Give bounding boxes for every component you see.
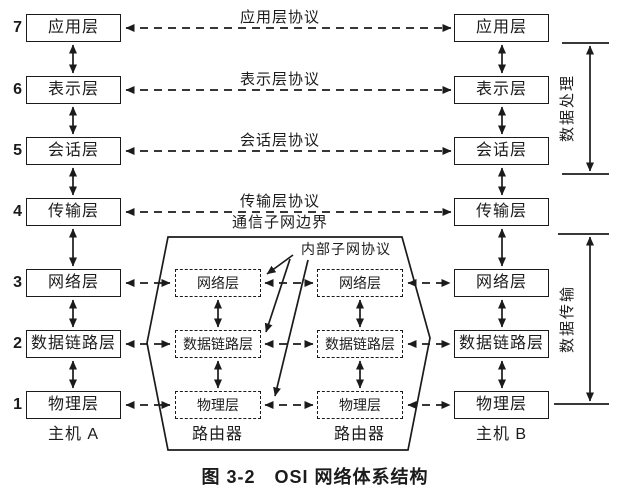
data-transmission-bracket [554,233,609,405]
layer-number-2: 2 [13,335,22,352]
router-left-network-box: 网络层 [175,269,261,297]
presentation-protocol-label: 表示层协议 [239,71,320,88]
host-b-transport-box: 传输层 [454,198,549,226]
host-a-label: 主机 A [47,426,100,443]
router-right-label: 路由器 [333,426,385,443]
peer-protocol-dashed-lines [125,24,452,409]
host-a-application-box: 应用层 [26,14,121,42]
layer-number-6: 6 [13,81,22,98]
layer-number-7: 7 [13,19,22,36]
host-a-physical-box: 物理层 [26,391,121,419]
host-a-datalink-box: 数据链路层 [26,330,121,358]
host-b-presentation-box: 表示层 [454,76,549,104]
internal-subnet-protocol-label: 内部子网协议 [301,241,391,257]
host-a-transport-box: 传输层 [26,198,121,226]
subnet-boundary-label: 通信子网边界 [231,214,328,231]
host-b-network-box: 网络层 [454,269,549,297]
internal-protocol-arrows [264,254,309,397]
router-left-datalink-box: 数据链路层 [175,330,261,358]
host-a-presentation-box: 表示层 [26,76,121,104]
data-processing-bracket [562,42,609,175]
host-a-network-box: 网络层 [26,269,121,297]
router-right-physical-box: 物理层 [317,391,403,419]
router-left-label: 路由器 [191,426,243,443]
layer-number-1: 1 [13,396,22,413]
layer-number-3: 3 [13,274,22,291]
figure-caption: 图 3-2 OSI 网络体系结构 [201,467,429,487]
host-a-session-box: 会话层 [26,137,121,165]
application-protocol-label: 应用层协议 [239,9,320,26]
host-b-application-box: 应用层 [454,14,549,42]
router-left-physical-box: 物理层 [175,391,261,419]
session-protocol-label: 会话层协议 [239,132,320,149]
host-b-label: 主机 B [475,426,528,443]
data-transmission-label: 数据传输 [559,285,576,354]
layer-number-4: 4 [13,203,22,220]
host-b-physical-box: 物理层 [454,391,549,419]
router-right-datalink-box: 数据链路层 [317,330,403,358]
host-b-session-box: 会话层 [454,137,549,165]
data-processing-label: 数据处理 [559,74,576,143]
vertical-layer-arrows [69,44,506,389]
router-right-network-box: 网络层 [317,269,403,297]
layer-number-5: 5 [13,142,22,159]
host-b-datalink-box: 数据链路层 [454,330,549,358]
transport-protocol-label: 传输层协议 [239,193,320,210]
